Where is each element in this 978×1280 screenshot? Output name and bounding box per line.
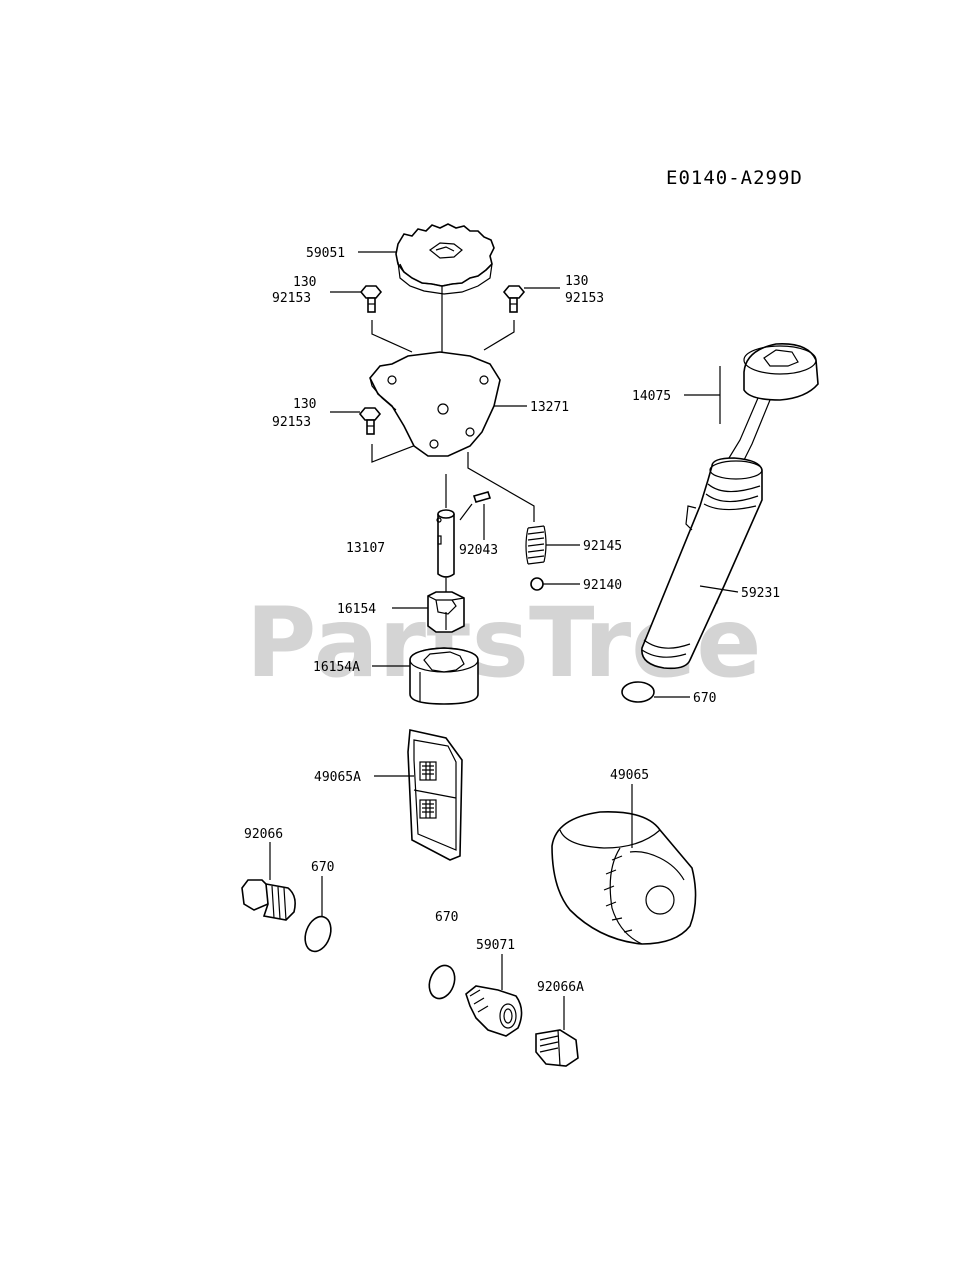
label-plug-right: 92066A [537, 980, 584, 995]
drain-plug-right[interactable] [535, 1029, 579, 1067]
label-filler-tube: 59231 [741, 586, 780, 601]
label-oil-filter: 49065 [610, 768, 649, 783]
label-dipstick: 14075 [632, 389, 671, 404]
bolt-mid[interactable] [358, 407, 382, 435]
label-oring-left: 670 [311, 860, 334, 875]
inner-rotor[interactable] [427, 591, 465, 633]
label-bolt-top-right-b: 92153 [565, 291, 604, 306]
label-bolt-mid-b: 92153 [272, 415, 311, 430]
check-ball[interactable] [530, 577, 544, 591]
oil-fitting[interactable] [465, 985, 523, 1037]
relief-spring[interactable] [525, 525, 547, 565]
label-pin: 92043 [459, 543, 498, 558]
drain-plug-left[interactable] [241, 879, 296, 921]
diagram-code: E0140-A299D [666, 167, 803, 189]
pump-shaft[interactable] [436, 509, 455, 578]
gear-part[interactable] [395, 223, 495, 295]
label-bolt-top-left-a: 130 [293, 275, 316, 290]
label-gear: 59051 [306, 246, 345, 261]
label-oring-mid: 670 [435, 910, 458, 925]
label-outer-rotor: 16154A [313, 660, 360, 675]
bolt-top-right[interactable] [502, 285, 526, 313]
label-oring-tube: 670 [693, 691, 716, 706]
label-spring: 92145 [583, 539, 622, 554]
label-fitting: 59071 [476, 938, 515, 953]
bolt-top-left[interactable] [359, 285, 383, 313]
label-plug-left: 92066 [244, 827, 283, 842]
oil-filter[interactable] [551, 811, 697, 945]
pin-part[interactable] [472, 491, 492, 503]
label-bolt-top-right-a: 130 [565, 274, 588, 289]
label-bolt-top-left-b: 92153 [272, 291, 311, 306]
outer-rotor[interactable] [409, 647, 479, 705]
filler-tube[interactable] [641, 457, 763, 670]
label-shaft: 13107 [346, 541, 385, 556]
label-cover-plate: 13271 [530, 400, 569, 415]
oring-tube[interactable] [621, 681, 655, 703]
cover-plate[interactable] [369, 351, 501, 457]
oring-left[interactable] [301, 913, 336, 955]
label-ball: 92140 [583, 578, 622, 593]
label-strainer: 49065A [314, 770, 361, 785]
oil-strainer[interactable] [407, 729, 463, 861]
oring-mid[interactable] [425, 962, 459, 1002]
label-inner-rotor: 16154 [337, 602, 376, 617]
label-bolt-mid-a: 130 [293, 397, 316, 412]
